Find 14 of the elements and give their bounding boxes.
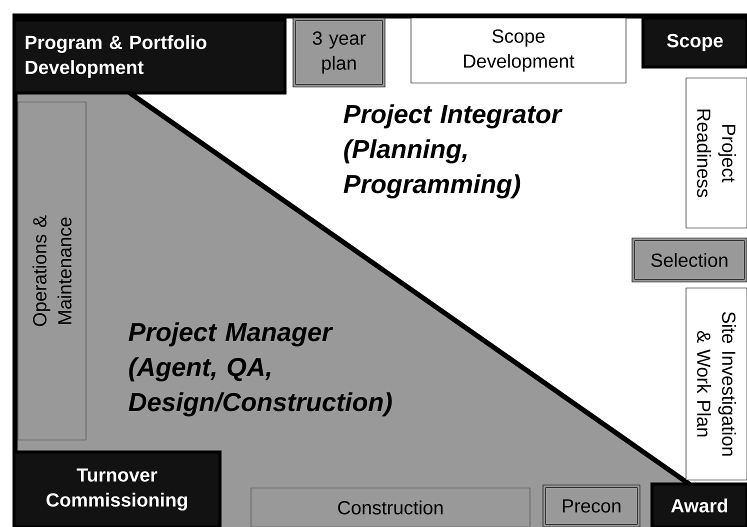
phase-box: Turnover Commissioning: [12, 450, 222, 527]
task-box: Operations & Maintenance: [18, 102, 86, 440]
step-box: Precon: [542, 484, 640, 527]
task-box: Scope Development: [410, 18, 626, 84]
step-box: Selection: [632, 238, 747, 282]
task-box: Construction: [250, 488, 530, 527]
role-label: Project Manager (Agent, QA, Design/Construction): [128, 322, 392, 416]
phase-box: Scope: [642, 16, 747, 68]
role-label: Project Integrator (Planning, Programming): [344, 104, 563, 198]
phase-box: Program & Portfolio Development: [12, 18, 286, 94]
step-box: 3 year plan: [292, 18, 386, 88]
phase-box: Award: [650, 482, 747, 527]
task-box: Site Investigation & Work Plan: [686, 288, 747, 480]
task-box: Project Readiness: [686, 78, 747, 228]
